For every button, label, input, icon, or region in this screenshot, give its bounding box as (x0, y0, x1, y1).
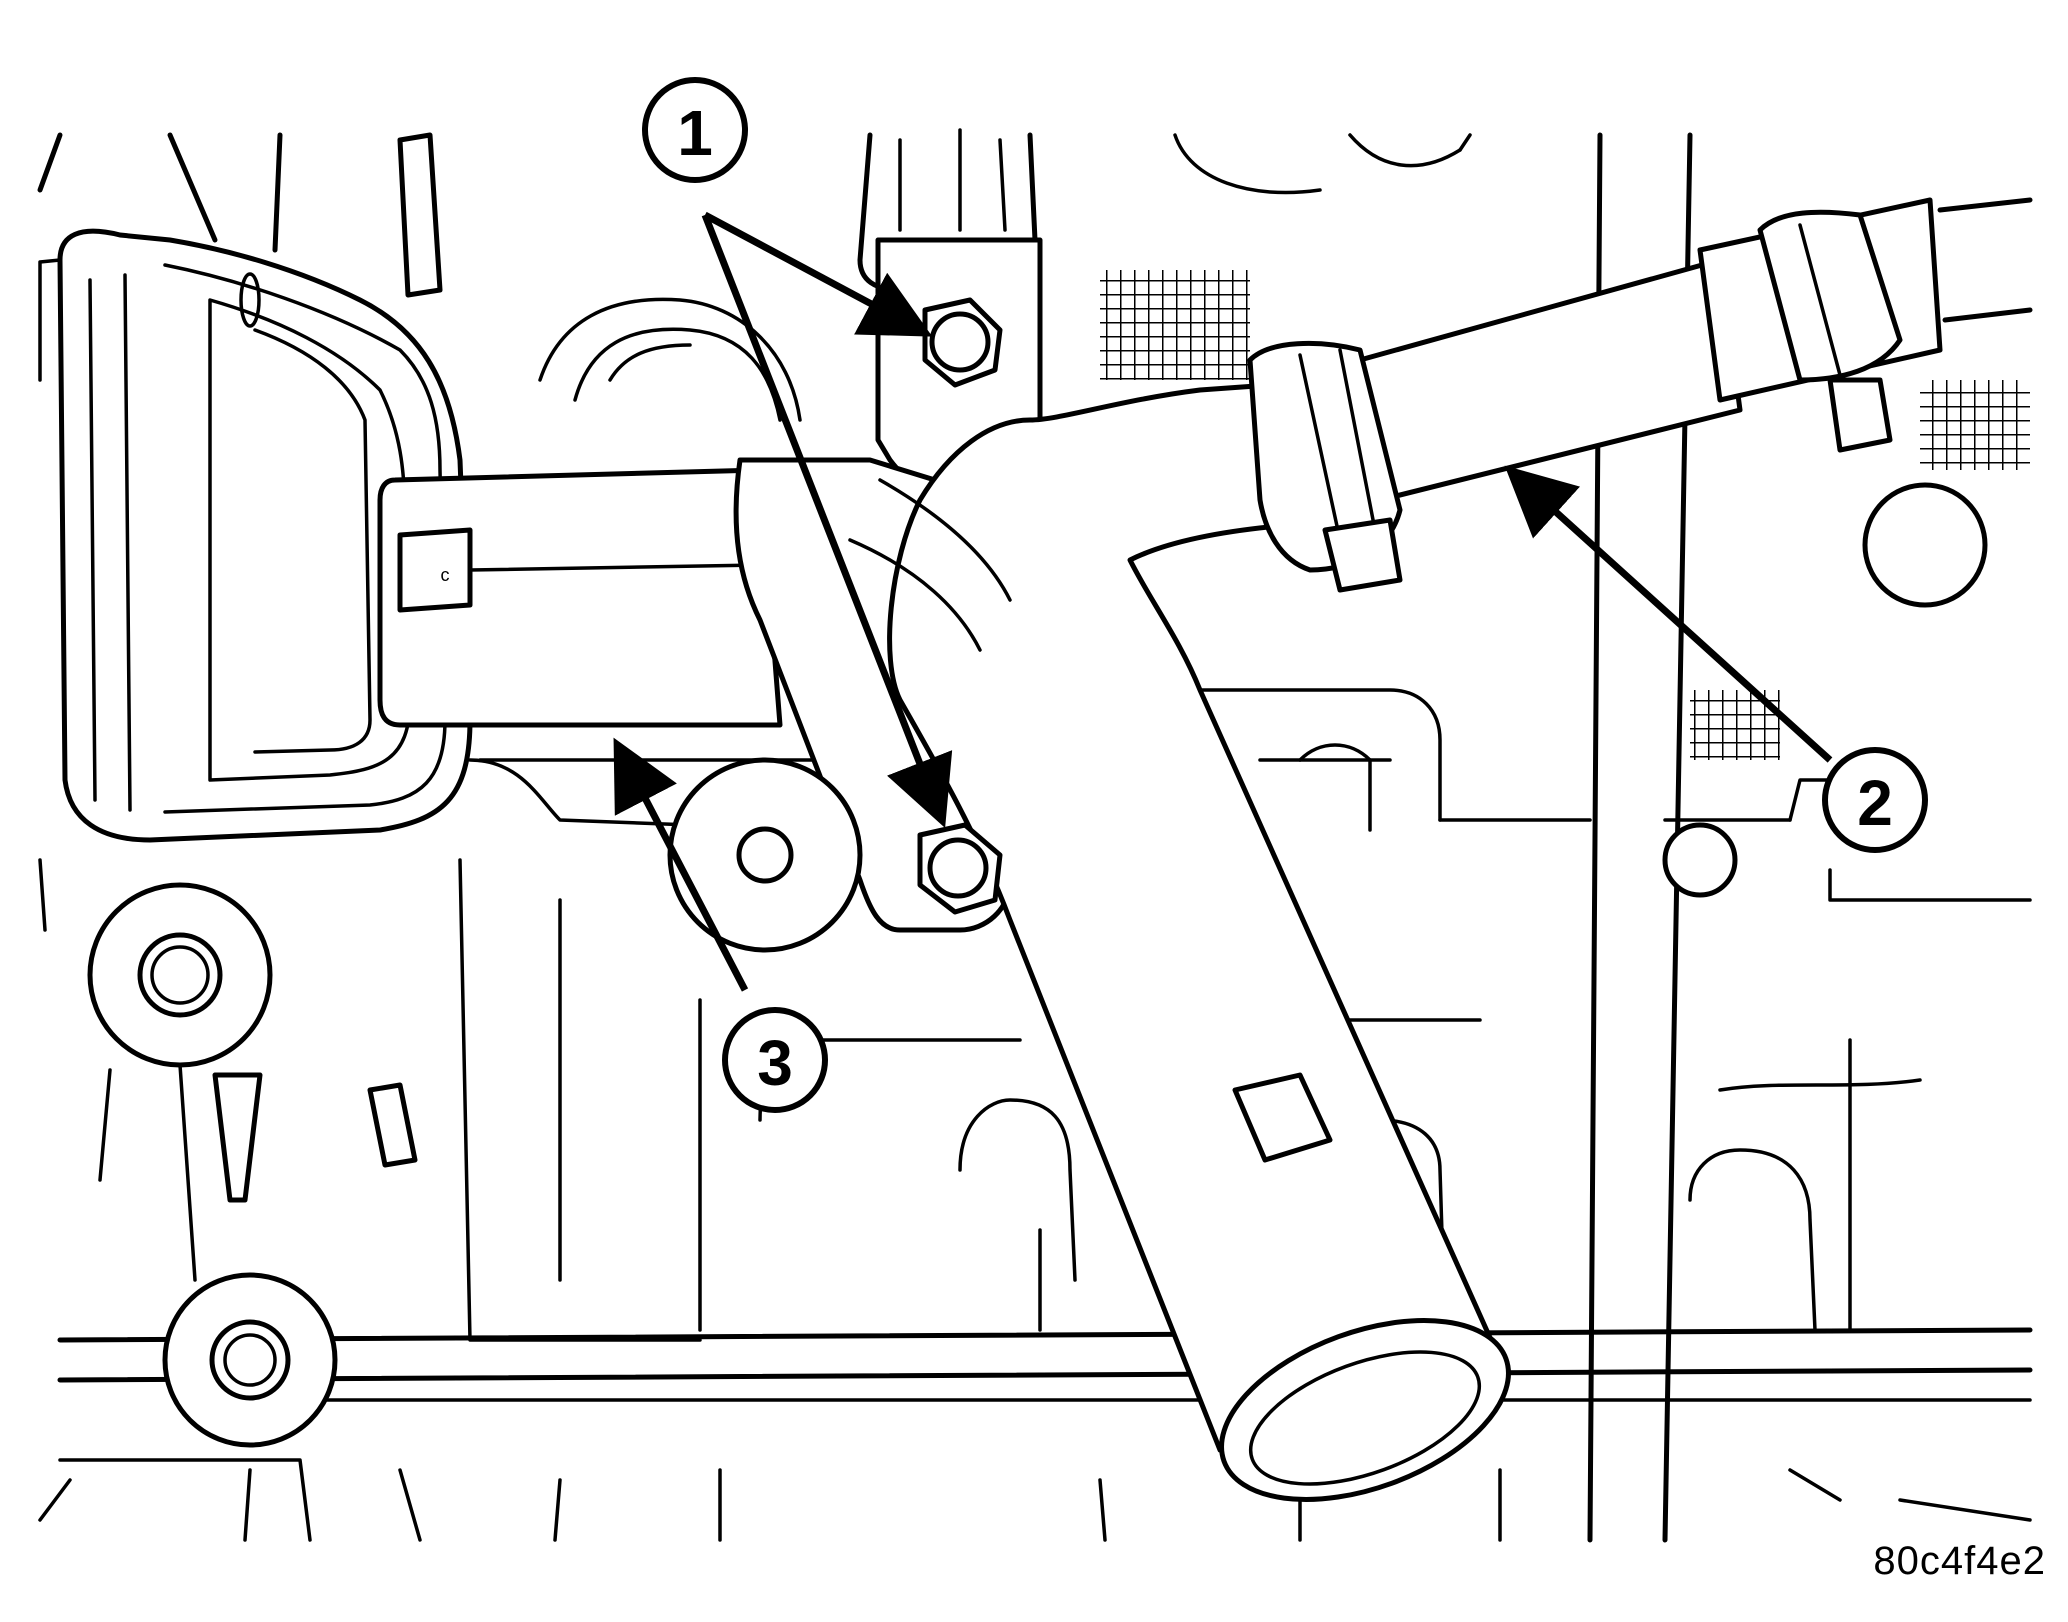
callout-2: 2 (1822, 747, 1928, 853)
leader-lines (613, 211, 1833, 992)
ignition-tube: c (377, 467, 783, 728)
callout-2-label: 2 (1857, 767, 1893, 839)
coolant-outlet-pipe (848, 197, 2033, 1502)
callout-3: 3 (722, 1007, 828, 1113)
bolt-lower (917, 822, 1003, 915)
callout-1-label: 1 (677, 97, 713, 169)
callout-3-label: 3 (757, 1027, 793, 1099)
svg-text:c: c (441, 565, 450, 585)
bolt-upper (922, 297, 1003, 388)
linkage-arm (87, 882, 418, 1448)
callout-1: 1 (642, 77, 748, 183)
figure-reference-code: 80c4f4e2 (1873, 1539, 2046, 1583)
